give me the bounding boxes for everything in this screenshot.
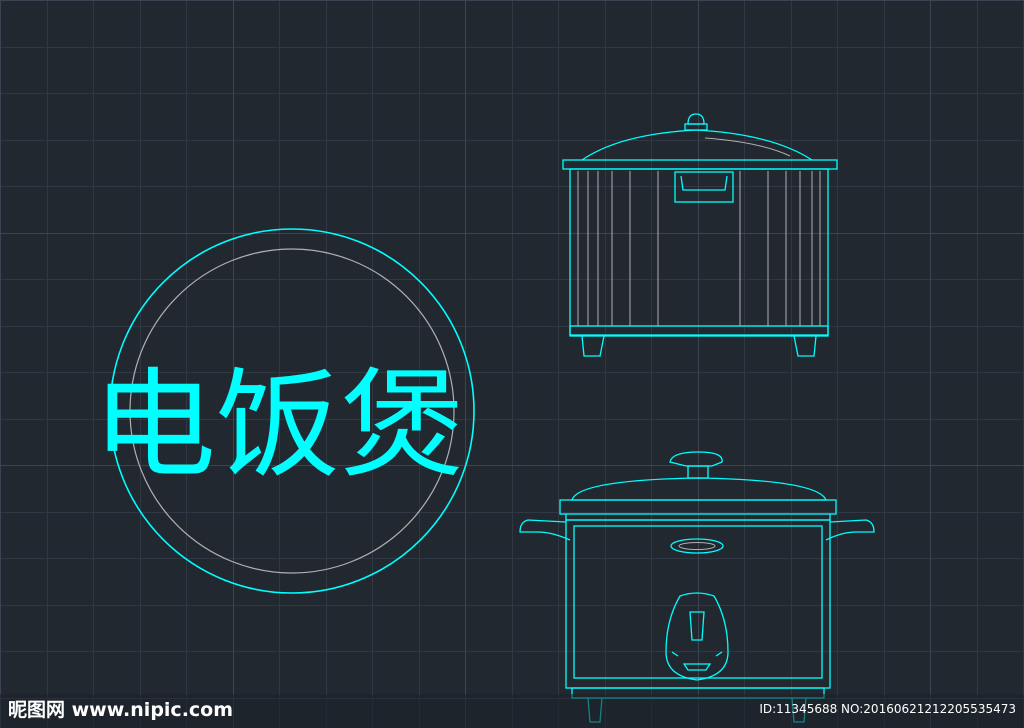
side-view-foot-right — [793, 335, 817, 357]
side-view-rim — [562, 159, 838, 170]
front-view — [519, 451, 875, 723]
front-view-rim — [559, 499, 837, 515]
watermark: 昵图网 www.nipic.com ID:11345688 NO:2016062… — [0, 694, 1024, 728]
side-view-ribs — [577, 171, 821, 326]
watermark-site: 昵图网 www.nipic.com — [8, 699, 233, 721]
top-view-inner-circle — [129, 248, 455, 574]
drawing-title: 电饭煲 — [92, 356, 464, 494]
side-view-knob-base — [684, 123, 708, 131]
top-view — [109, 228, 475, 594]
side-view-base — [569, 325, 829, 337]
watermark-id: ID:11345688 NO:20160621212205535473 — [759, 702, 1016, 716]
top-view-outer-circle — [109, 228, 475, 594]
side-view — [562, 113, 838, 357]
side-view-lid-highlight — [704, 137, 791, 157]
side-view-lid — [581, 129, 813, 161]
front-view-switch-line-right — [715, 651, 723, 657]
side-view-handle — [674, 171, 734, 203]
front-view-handle-right — [825, 519, 875, 541]
side-view-foot-left — [581, 335, 605, 357]
front-view-panel — [573, 525, 823, 679]
front-view-logo-badge-inner — [678, 542, 716, 550]
front-view-logo-badge — [670, 538, 724, 554]
side-view-body — [569, 168, 829, 336]
front-view-switch-slot — [689, 611, 705, 641]
watermark-bar — [0, 694, 1024, 728]
side-view-handle-grip — [680, 175, 728, 191]
front-view-handle-left — [519, 519, 571, 541]
side-view-knob — [687, 113, 705, 125]
front-view-switch-line-left — [671, 651, 679, 657]
front-view-knob — [669, 451, 723, 467]
front-view-indicator-light — [682, 663, 712, 671]
front-view-control-switch — [665, 592, 729, 681]
front-view-lid — [571, 477, 827, 501]
